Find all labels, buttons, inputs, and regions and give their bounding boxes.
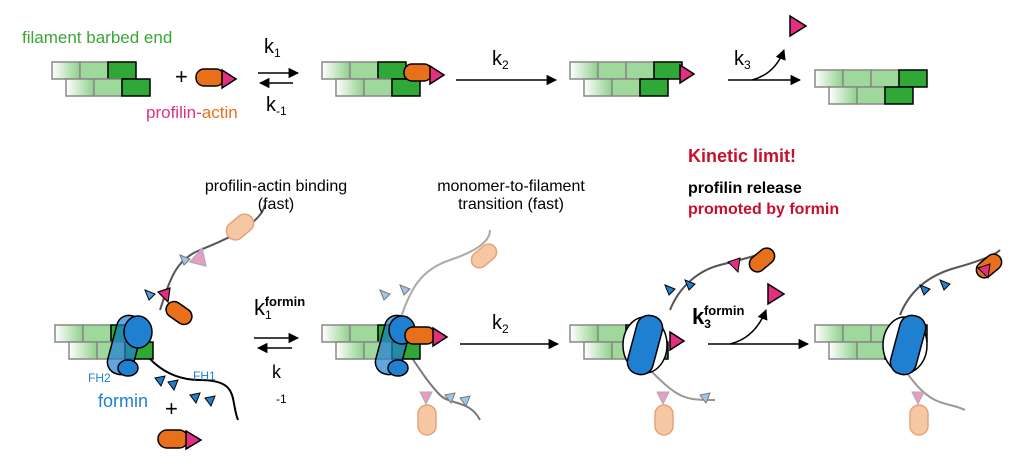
rate-k1: k1	[264, 36, 281, 60]
caption-binding: profilin-actin binding(fast)	[204, 178, 348, 214]
rate-k3-formin: k3formin	[692, 303, 745, 331]
barbed-end-label: filament barbed end	[22, 28, 173, 47]
filament-top-3	[569, 61, 696, 97]
fh1-label: FH1	[193, 369, 216, 383]
filament-top-1	[51, 61, 151, 97]
rate-k-1: k-1	[266, 94, 287, 118]
formin-label: formin	[98, 391, 149, 411]
profilin-actin-label: profilin-actin	[146, 103, 238, 123]
profilin-actin-top	[195, 68, 238, 90]
formin-stage-4	[814, 249, 1003, 436]
formin-stage-2	[321, 229, 498, 436]
profilin-dash: -	[196, 103, 202, 122]
profilin-actin-bottom	[157, 429, 203, 451]
rate-k2-top: k2	[492, 48, 509, 72]
released-profilin-top	[789, 14, 808, 38]
kinetic-limit-label: Kinetic limit!	[688, 146, 797, 166]
plus-sign-bottom: +	[165, 396, 178, 421]
actin-word: actin	[201, 103, 238, 122]
plus-sign-top: +	[175, 64, 188, 89]
profilin-release-label: profilin release	[688, 180, 802, 197]
formin-stage-1	[54, 204, 266, 421]
arrow-k3-release-top	[751, 49, 786, 81]
filament-top-2	[321, 61, 446, 97]
promoted-by-formin-label: promoted by formin	[688, 201, 840, 218]
fh2-label: FH2	[88, 371, 111, 385]
rate-k2-bottom: k2	[492, 312, 509, 336]
filament-top-4	[814, 69, 928, 105]
rate-k3-top: k3	[734, 48, 751, 72]
rate-k-1-bottom: k-1	[272, 362, 287, 406]
released-profilin-bottom	[767, 282, 786, 306]
profilin-word: profilin	[146, 103, 197, 122]
rate-k1-formin: k1formin	[254, 294, 306, 322]
formin-stage-3	[569, 247, 776, 436]
arrow-k3formin-release	[729, 309, 768, 345]
